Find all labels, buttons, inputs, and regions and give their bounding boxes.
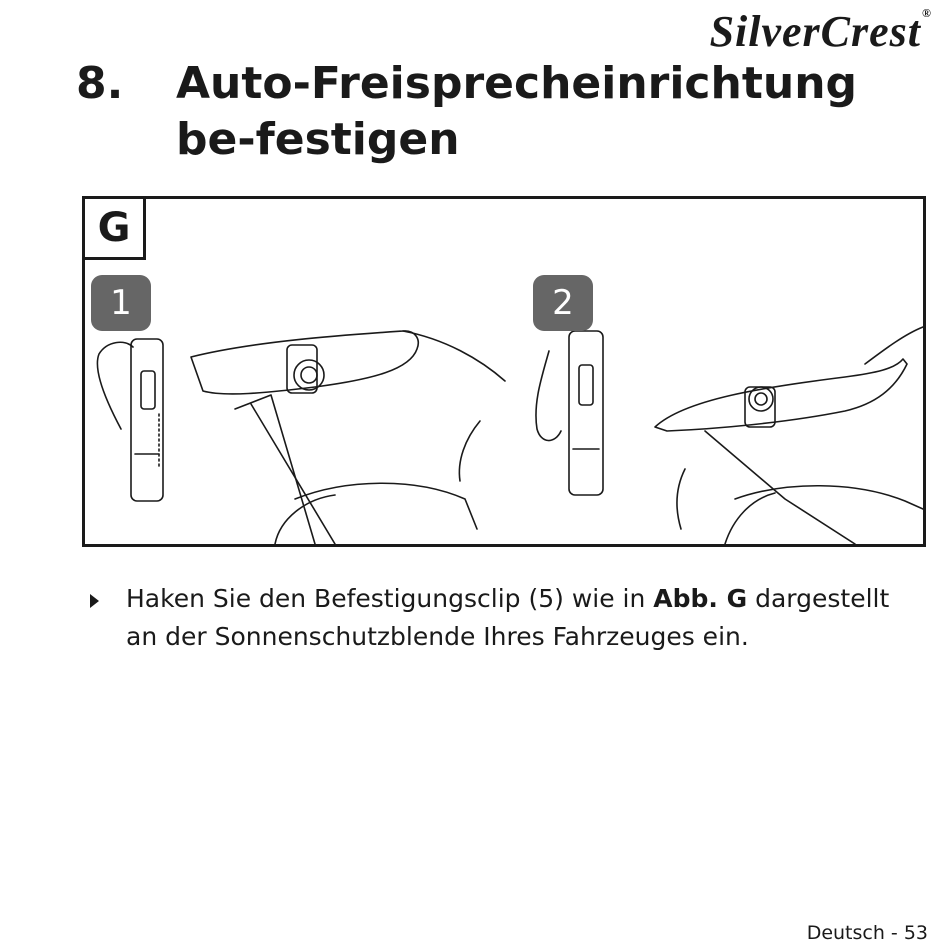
triangle-right-icon xyxy=(88,583,100,621)
figure-label: G xyxy=(85,199,146,260)
visor-mounted-device-icon xyxy=(654,326,923,544)
figure-g: G 1 2 xyxy=(82,196,926,547)
clip-device-icon xyxy=(535,330,604,496)
step-2-badge: 2 xyxy=(533,275,593,331)
visor-mounted-device-icon xyxy=(190,330,506,544)
clip-device-icon xyxy=(96,338,164,502)
figure-reference: Abb. G xyxy=(653,584,748,613)
brand-logo: SilverCrest® xyxy=(709,6,932,56)
section-number: 8. xyxy=(76,58,124,109)
instruction-text: Haken Sie den Befestigungsclip (5) wie i… xyxy=(126,584,890,651)
page-footer: Deutsch - 53 xyxy=(806,922,928,944)
section-title: Auto-Freisprecheinrichtung be-festigen xyxy=(176,58,858,165)
step-1-badge: 1 xyxy=(91,275,151,331)
figure-illustration xyxy=(96,326,923,544)
